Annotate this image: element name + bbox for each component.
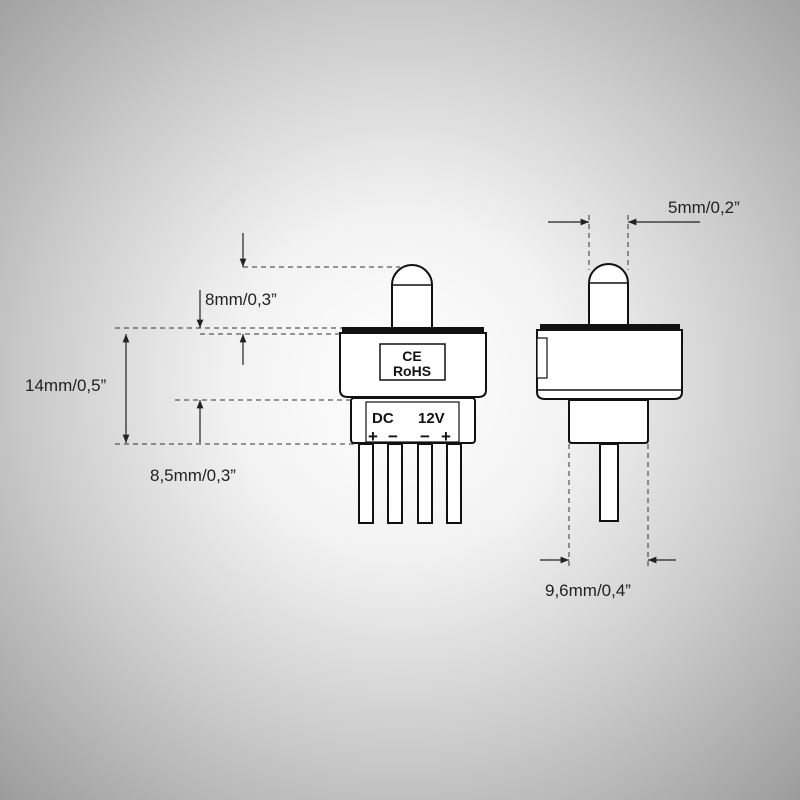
pin-4 xyxy=(446,443,462,524)
ce-mark: CE xyxy=(402,348,421,364)
minus-right: − xyxy=(420,427,430,446)
side-dimensions: 5mm/0,2” 9,6mm/0,4” xyxy=(540,198,740,600)
total-height-label: 14mm/0,5” xyxy=(25,376,107,395)
plus-right: + xyxy=(441,427,451,446)
side-view xyxy=(536,263,683,522)
side-body xyxy=(536,329,683,400)
minus-left: − xyxy=(388,427,398,446)
pin-1 xyxy=(358,443,374,524)
body-height-label: 8,5mm/0,3” xyxy=(150,466,236,485)
knob-width-label: 5mm/0,2” xyxy=(668,198,740,217)
front-view: CE RoHS DC 12V + − − + xyxy=(339,264,487,524)
knob-height-label: 8mm/0,3” xyxy=(205,290,277,309)
base-width-label: 9,6mm/0,4” xyxy=(545,581,631,600)
toggle-knob xyxy=(391,264,433,331)
side-lower-body xyxy=(568,399,649,444)
front-dimensions: 8mm/0,3” 14mm/0,5” 8,5mm/0,3” xyxy=(25,233,400,485)
side-toggle-knob xyxy=(588,263,629,328)
dc-label: DC xyxy=(372,410,394,427)
pin-2 xyxy=(387,443,403,524)
cap-band xyxy=(342,327,484,333)
side-rod xyxy=(599,443,619,522)
voltage-label: 12V xyxy=(418,410,445,427)
plus-left: + xyxy=(368,427,378,446)
rohs-mark: RoHS xyxy=(393,363,431,379)
label-box xyxy=(379,343,446,381)
side-cap-band xyxy=(540,324,680,330)
pin-3 xyxy=(417,443,433,524)
